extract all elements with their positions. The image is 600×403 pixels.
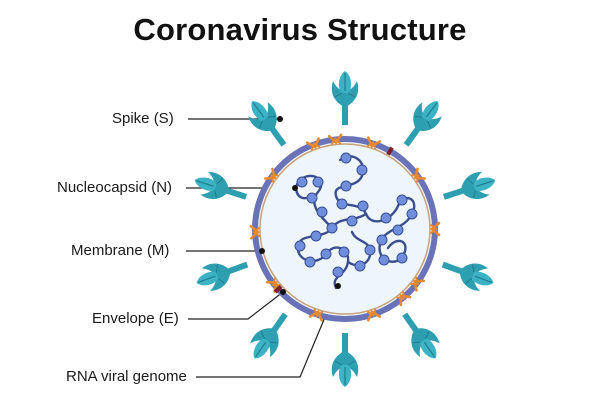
label-rna: RNA viral genome: [66, 368, 187, 385]
nucleocapsid-protein-icon: [340, 180, 352, 192]
nucleocapsid-protein-icon: [340, 152, 352, 164]
nucleocapsid-protein-icon: [354, 260, 366, 272]
leader-line-envelope: [188, 291, 284, 320]
spike-protein-icon: [191, 251, 253, 297]
spike-protein-icon: [331, 332, 359, 388]
spike-protein-icon: [437, 251, 499, 297]
membrane-inner-line: [259, 143, 431, 315]
nucleocapsid-protein-icon: [326, 222, 338, 234]
nucleocapsid-protein-icon: [357, 200, 369, 212]
spike-protein-icon: [393, 305, 448, 367]
label-spike: Spike (S): [112, 110, 174, 127]
nucleocapsid-protein-icon: [294, 240, 306, 252]
nucleocapsid-proteins: [294, 152, 418, 278]
nucleocapsid-protein-icon: [392, 224, 404, 236]
label-nucleocapsid: Nucleocapsid (N): [57, 179, 173, 196]
spike-protein-icon: [331, 70, 359, 126]
nucleocapsid-protein-icon: [396, 252, 408, 264]
nucleocapsid-protein-icon: [332, 266, 344, 278]
nucleocapsid-protein-icon: [378, 254, 390, 266]
nucleocapsid-protein-icon: [306, 192, 318, 204]
nucleocapsid-protein-icon: [376, 234, 388, 246]
nucleocapsid-protein-icon: [320, 248, 332, 260]
nucleocapsid-protein-icon: [310, 230, 322, 242]
spike-protein-icon: [240, 92, 296, 154]
nucleocapsid-protein-icon: [364, 244, 376, 256]
nucleocapsid-protein-icon: [304, 256, 316, 268]
nucleocapsid-protein-icon: [380, 212, 392, 224]
label-envelope: Envelope (E): [92, 310, 179, 327]
envelope-proteins: [273, 146, 394, 294]
spike-protein-icon: [394, 92, 450, 154]
nucleocapsid-protein-icon: [316, 206, 328, 218]
nucleocapsid-protein-icon: [406, 208, 418, 220]
nucleocapsid-protein-icon: [346, 215, 358, 227]
nucleocapsid-protein-icon: [296, 176, 308, 188]
spike-protein-icon: [439, 166, 500, 211]
leader-dots: [259, 116, 341, 295]
spike-protein-icon: [242, 305, 297, 367]
nucleocapsid-protein-icon: [312, 176, 324, 188]
nucleocapsid-protein-icon: [356, 164, 368, 176]
page-title: Coronavirus Structure: [133, 12, 467, 47]
nucleocapsid-protein-icon: [338, 246, 350, 258]
nucleocapsid-protein-icon: [336, 198, 348, 210]
nucleocapsid-protein-icon: [396, 194, 408, 206]
label-membrane: Membrane (M): [71, 242, 170, 259]
